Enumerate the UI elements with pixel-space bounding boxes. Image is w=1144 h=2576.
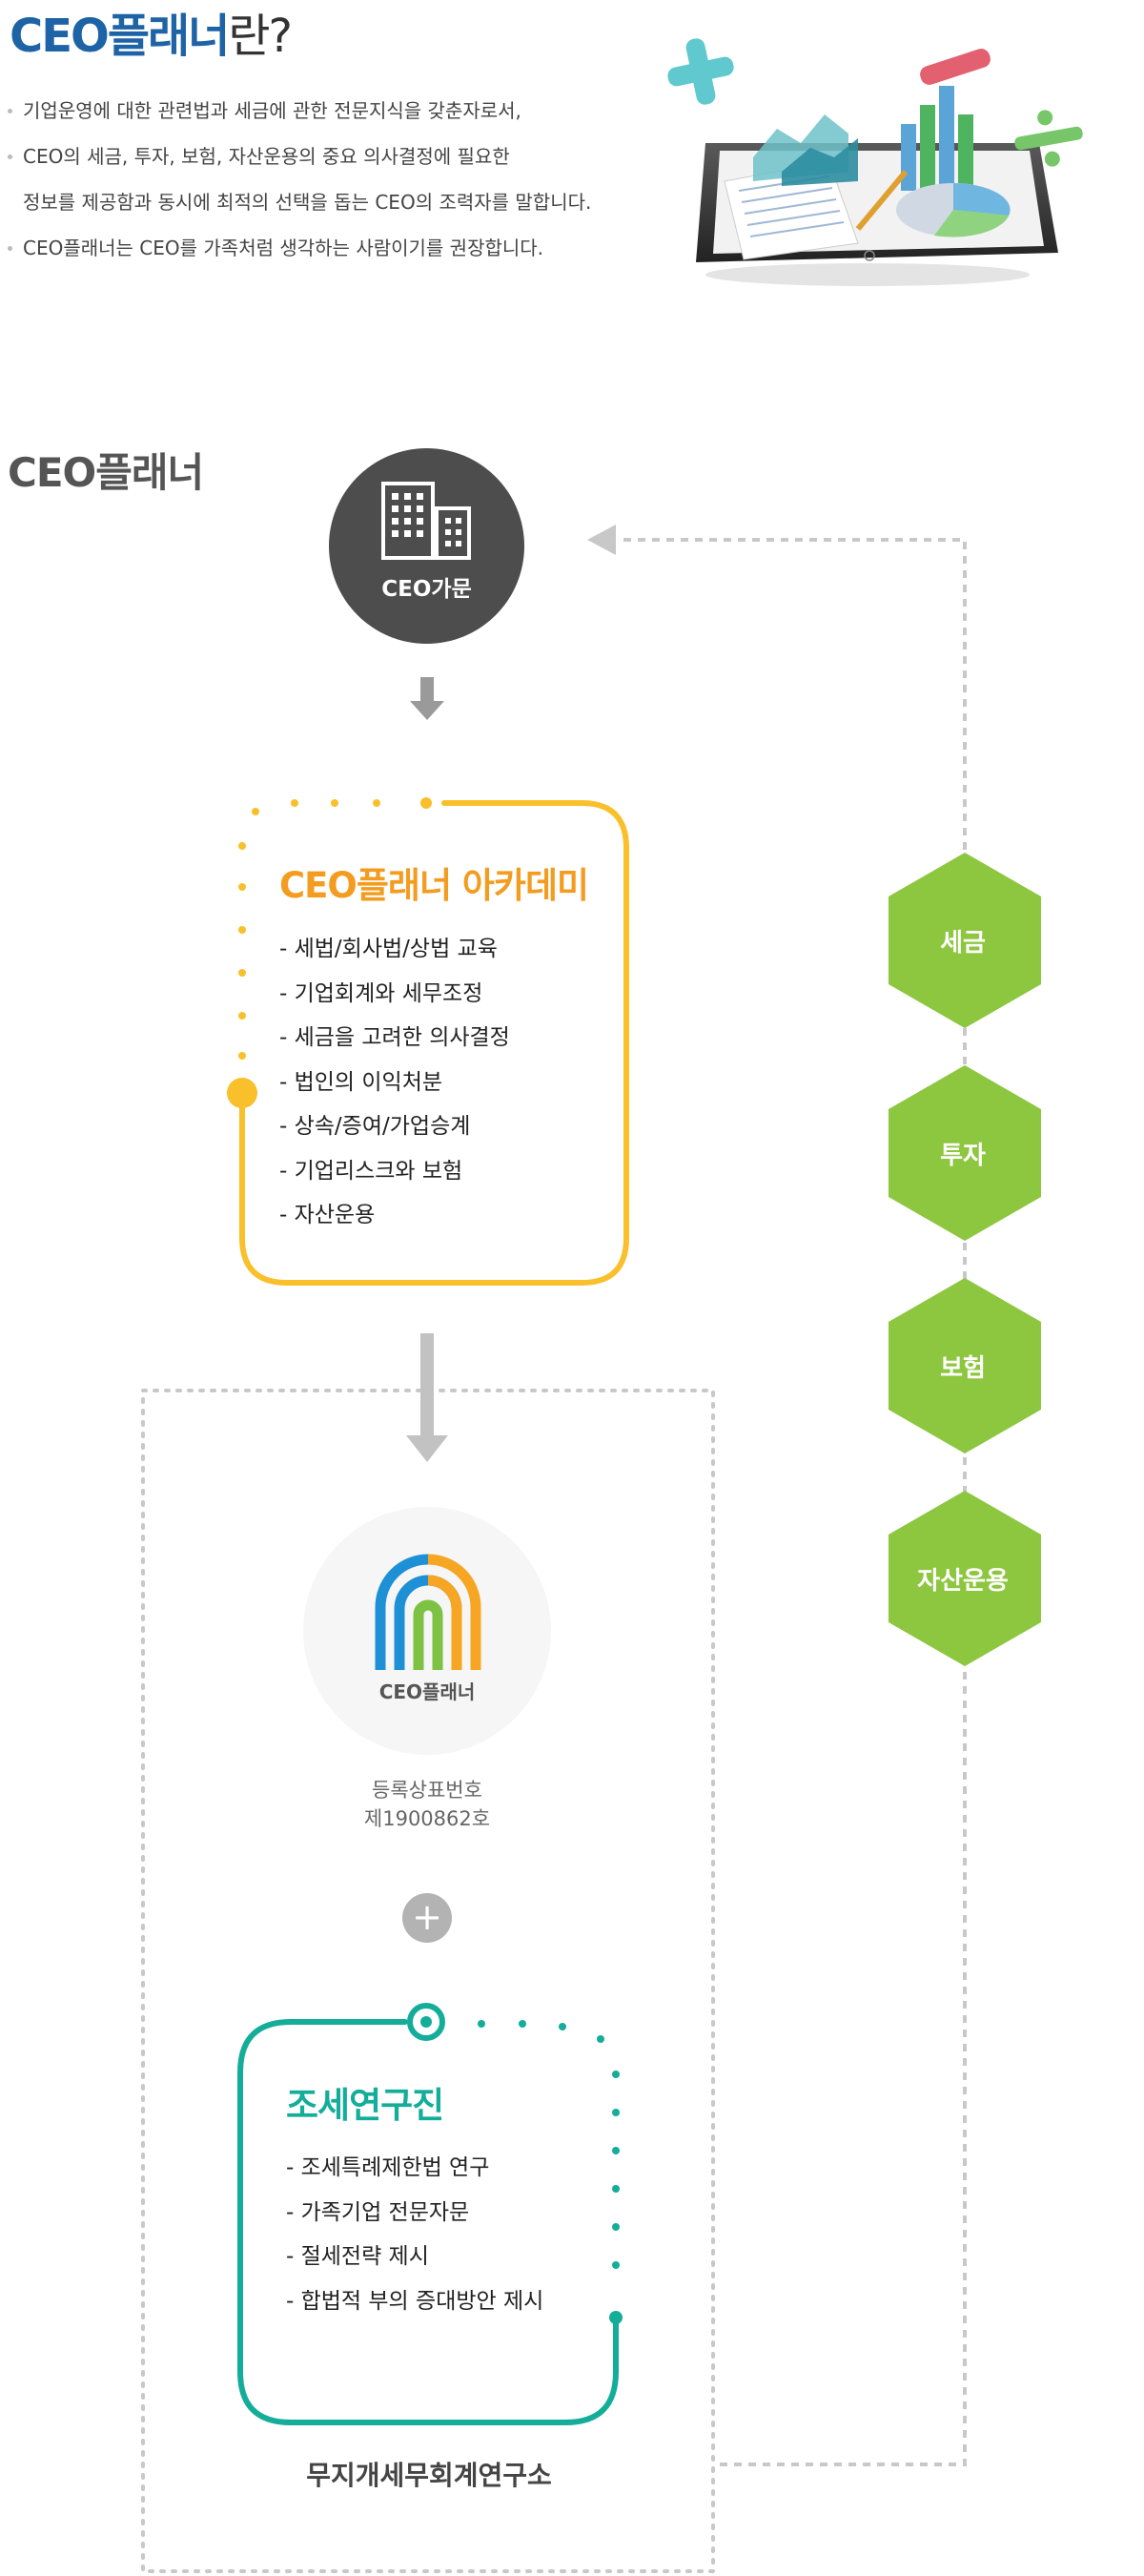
hexagon-tax [889, 853, 1041, 1028]
ceo-family-label: CEO가문 [381, 577, 472, 602]
logo-circle [303, 1507, 551, 1755]
hexagon-label-asset-management: 자산운용 [917, 1567, 1009, 1596]
building-icon [381, 482, 471, 560]
ceo-family-node [329, 448, 524, 644]
section-title: CEO플래너 [8, 449, 204, 496]
list-item: - 가족기업 전문자문 [286, 2199, 470, 2225]
registration-value: 제1900862호 [363, 1807, 491, 1830]
ceo-planner-logo-icon [375, 1554, 481, 1670]
plus-icon: + [402, 1893, 452, 1943]
list-item: - 조세특례제한법 연구 [286, 2155, 490, 2180]
list-item: - 세금을 고려한 의사결정 [279, 1025, 510, 1050]
arrow-down-icon [410, 677, 444, 720]
intro-item: CEO플래너는 CEO를 가족처럼 생각하는 사람이기를 권장합니다. [8, 225, 665, 271]
logo-text: CEO플래너 [378, 1680, 476, 1703]
intro-item-continued: 정보를 제공함과 동시에 최적의 선택을 돕는 CEO의 조력자를 말합니다. [23, 191, 592, 214]
intro-item: 기업운영에 대한 관련법과 세금에 관한 전문지식을 갖춘자로서, [8, 88, 665, 134]
intro-item: CEO의 세금, 투자, 보험, 자산운용의 중요 의사결정에 필요한 [8, 134, 665, 179]
hexagon-label-insurance: 보험 [940, 1354, 986, 1383]
page-title-brand: CEO플래너 [10, 10, 230, 63]
list-item: - 기업리스크와 보험 [279, 1158, 463, 1184]
hexagon-label-tax: 세금 [940, 929, 986, 958]
list-item: - 합법적 부의 증대방안 제시 [286, 2288, 544, 2314]
arrow-left-icon [587, 525, 616, 555]
hexagon-asset-management [889, 1491, 1041, 1666]
list-item: - 상속/증여/가업승계 [279, 1114, 471, 1139]
academy-box [227, 797, 629, 1286]
list-item: - 절세전략 제시 [286, 2244, 429, 2269]
list-item: - 기업회계와 세무조정 [279, 980, 483, 1006]
list-item: - 자산운용 [279, 1203, 376, 1227]
research-list: - 조세특례제한법 연구 - 가족기업 전문자문 - 절세전략 제시 - 합법적… [286, 2146, 543, 2323]
registration-number: 등록상표번호 제1900862호 [303, 1776, 551, 1833]
feedback-connector [620, 538, 967, 2466]
list-item: - 법인의 이익처분 [279, 1069, 443, 1095]
arrow-down-icon [406, 1333, 448, 1462]
research-title: 조세연구진 [286, 2085, 444, 2126]
page-title-suffix: 란? [228, 10, 293, 63]
hexagon-label-investment: 투자 [940, 1142, 986, 1170]
academy-title: CEO플래너 아카데미 [279, 865, 589, 906]
hexagon-insurance [889, 1278, 1041, 1453]
list-item: - 세법/회사법/상법 교육 [279, 937, 498, 961]
registration-label: 등록상표번호 [372, 1779, 482, 1802]
research-box [237, 2003, 623, 2425]
intro-list: 기업운영에 대한 관련법과 세금에 관한 전문지식을 갖춘자로서, CEO의 세… [8, 88, 665, 271]
page-title: CEO플래너란? [10, 0, 293, 65]
hexagon-investment [889, 1065, 1041, 1241]
tablet-chart-illustration [667, 38, 1083, 286]
academy-list: - 세법/회사법/상법 교육 - 기업회계와 세무조정 - 세금을 고려한 의사… [279, 927, 510, 1238]
firm-name: 무지개세무회계연구소 [306, 2460, 552, 2491]
